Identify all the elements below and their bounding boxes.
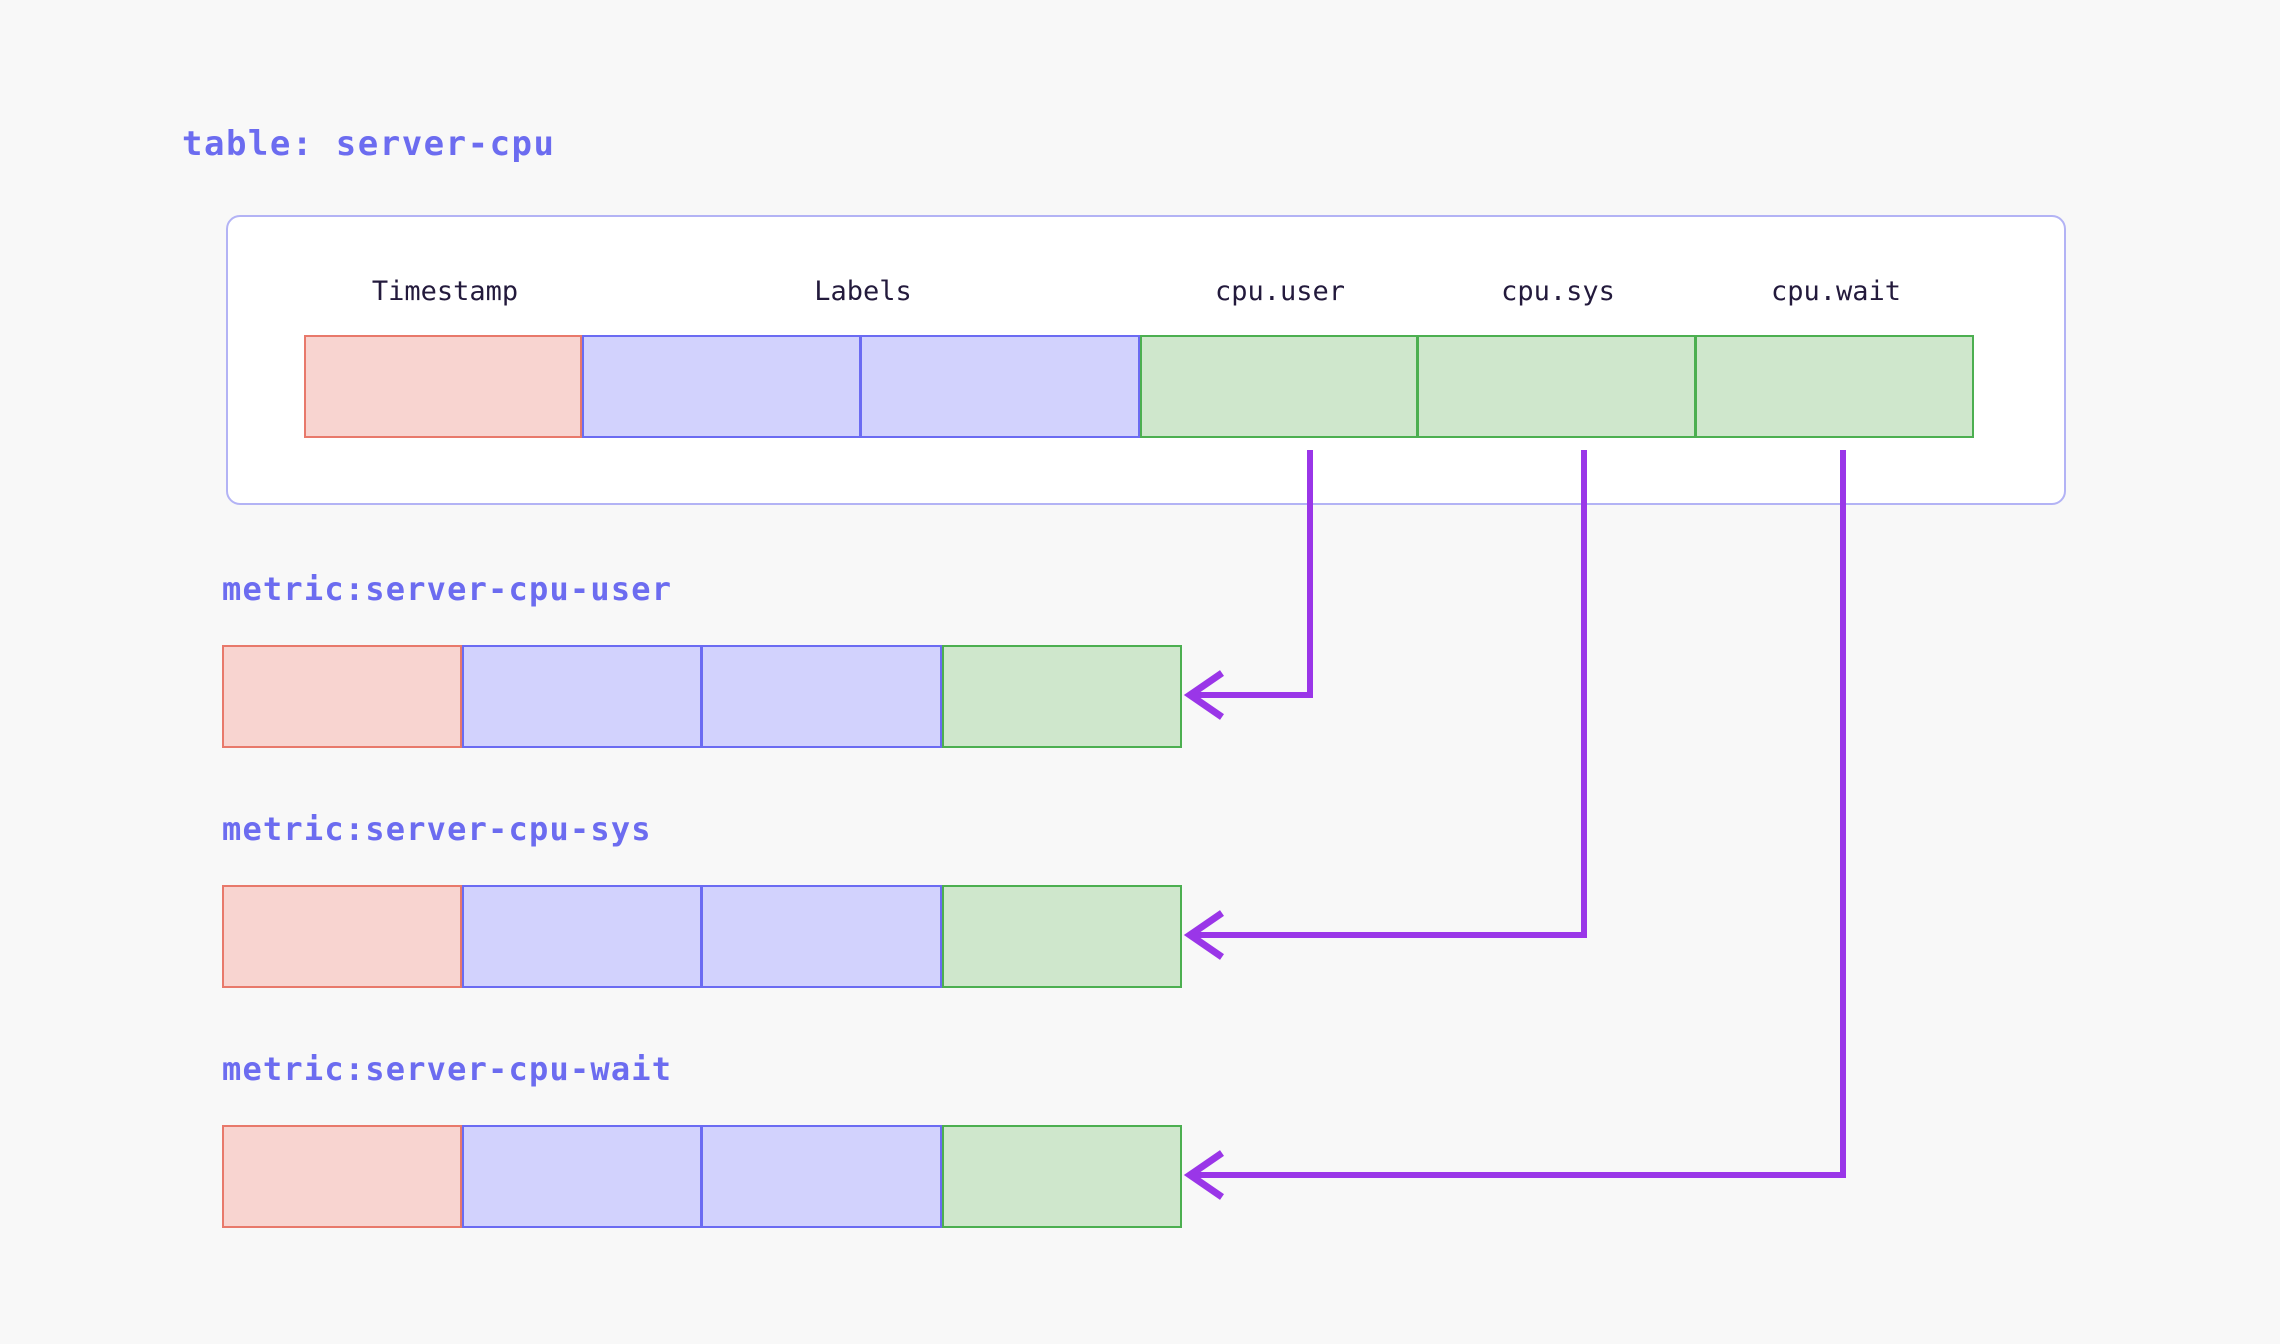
metric-cell-label [702,645,942,748]
metric-cell-timestamp [222,645,462,748]
table-cell-value [1418,335,1696,438]
metric-row-0 [222,645,1182,748]
table-cell-value [1140,335,1418,438]
metric-cell-timestamp [222,1125,462,1228]
metric-cell-value [942,885,1182,988]
column-header-labels: Labels [814,276,912,307]
table-title: table: server-cpu [182,124,556,164]
metric-label-0: metric:server-cpu-user [222,570,673,608]
table-cell-label [582,335,861,438]
arrow-cpu-sys-to-metric [1183,450,1587,960]
column-header-cpu-wait: cpu.wait [1770,276,1902,307]
table-cell-value [1696,335,1974,438]
metric-row-1 [222,885,1182,988]
column-header-timestamp: Timestamp [371,276,519,307]
metric-cell-value [942,1125,1182,1228]
metric-row-2 [222,1125,1182,1228]
metric-cell-timestamp [222,885,462,988]
column-header-cpu-user: cpu.user [1214,276,1346,307]
metric-label-2: metric:server-cpu-wait [222,1050,673,1088]
metric-cell-label [462,885,702,988]
metric-cell-label [462,1125,702,1228]
metric-cell-label [702,1125,942,1228]
column-header-row: Timestamp Labels cpu.user cpu.sys cpu.wait [226,276,2066,316]
table-cell-label [861,335,1140,438]
metric-label-1: metric:server-cpu-sys [222,810,652,848]
arrow-cpu-wait-to-metric [1183,450,1846,1200]
metric-cell-value [942,645,1182,748]
metric-cell-label [702,885,942,988]
column-header-cpu-sys: cpu.sys [1501,276,1615,307]
table-data-row [304,335,1974,438]
table-cell-timestamp [304,335,582,438]
metric-cell-label [462,645,702,748]
